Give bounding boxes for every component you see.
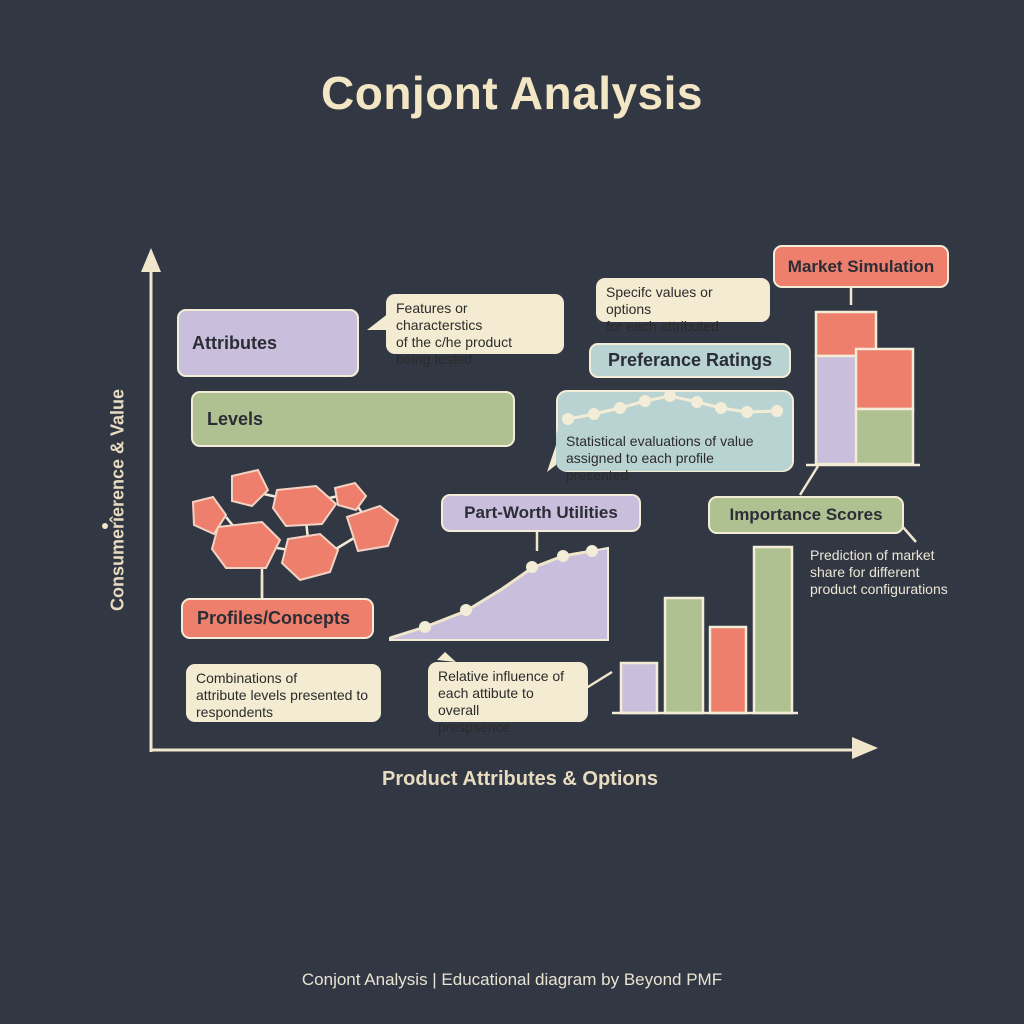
attributes-note: Features or characterstics of the c/he p… xyxy=(386,294,564,367)
ratings-note: Statistical evaluations of value assigne… xyxy=(556,427,790,483)
x-axis-arrow-icon xyxy=(852,737,878,759)
levels-label: Levels xyxy=(207,408,264,429)
market-simulation-box: Market Simulation xyxy=(773,245,949,288)
y-axis-label: Consumerîerence & Value xyxy=(107,388,128,612)
attributes-label: Attributes xyxy=(192,332,277,353)
preference-ratings-box: Preferance Ratings xyxy=(589,343,791,378)
importance-bar xyxy=(708,625,748,715)
profiles-label: Profiles/Concepts xyxy=(197,608,351,628)
profile-shape xyxy=(210,520,282,569)
levels-note: Specifc values or options for each attri… xyxy=(596,278,770,334)
part-worth-note: Relative influence of each attibute to o… xyxy=(428,662,588,735)
preference-ratings-label: Preferance Ratings xyxy=(607,350,773,370)
x-axis xyxy=(151,737,878,759)
profile-shapes xyxy=(191,468,400,582)
page-title: Conjont Analysis xyxy=(321,67,703,119)
importance-bar xyxy=(663,596,705,715)
market-note: Prediction of market share for different… xyxy=(810,547,948,597)
attributes-box: Attributes xyxy=(177,309,359,377)
connectors xyxy=(240,287,917,692)
profiles-box: Profiles/Concepts xyxy=(181,598,374,639)
importance-scores-box: Importance Scores xyxy=(708,496,904,534)
y-axis-dot xyxy=(102,523,108,529)
profile-shape xyxy=(333,481,368,512)
profile-shape xyxy=(231,468,270,508)
market-stack xyxy=(806,310,920,467)
importance-bar xyxy=(752,545,794,715)
profile-shape xyxy=(345,504,400,553)
profile-shape xyxy=(280,532,340,582)
market-simulation-label: Market Simulation xyxy=(787,256,935,276)
importance-scores-label: Importance Scores xyxy=(729,505,883,524)
y-axis-arrow-icon xyxy=(141,248,161,272)
footer-caption: Conjont Analysis | Educational diagram b… xyxy=(301,970,723,989)
profile-shape xyxy=(271,484,338,528)
importance-bar xyxy=(619,661,659,715)
y-axis xyxy=(141,248,161,752)
x-axis-label: Product Attributes & Options xyxy=(382,768,658,790)
part-worth-curve xyxy=(389,545,609,641)
profiles-note: Combinations of attribute levels present… xyxy=(186,664,381,722)
part-worth-box: Part-Worth Utilities xyxy=(441,494,641,532)
profile-shape xyxy=(191,495,228,536)
levels-box: Levels xyxy=(191,391,515,447)
part-worth-label: Part-Worth Utilities xyxy=(464,503,618,522)
importance-bars xyxy=(612,545,798,715)
